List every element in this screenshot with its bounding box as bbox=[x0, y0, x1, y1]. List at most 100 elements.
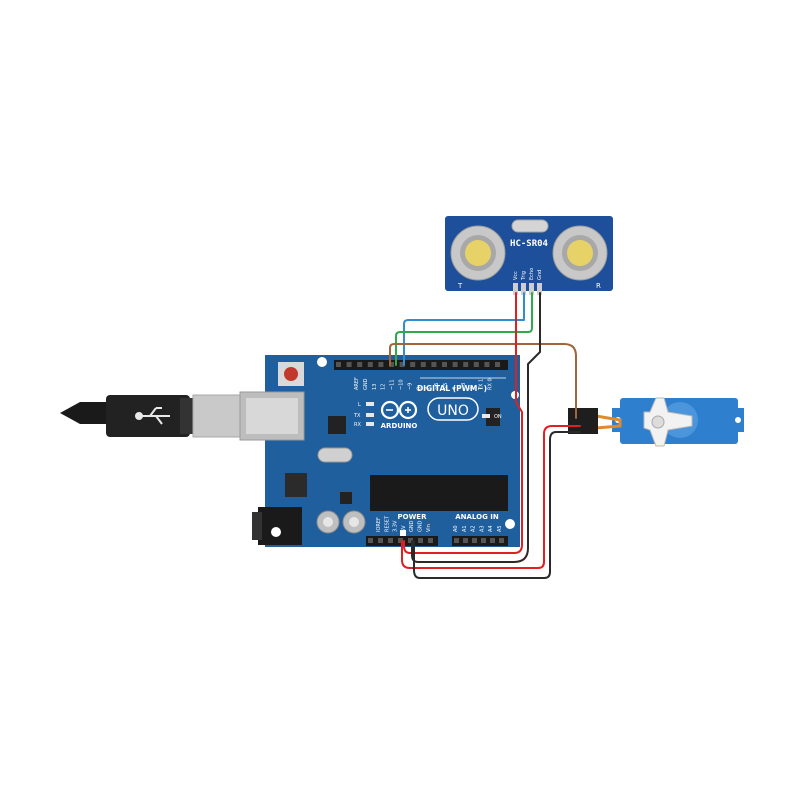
wire-servo-signal bbox=[389, 343, 577, 419]
led-on-label: ON bbox=[494, 414, 502, 420]
digital-pin[interactable] bbox=[399, 362, 405, 367]
digital-pin[interactable] bbox=[473, 362, 479, 367]
digital-pin-label: ~9 bbox=[407, 383, 413, 390]
power-label: POWER bbox=[398, 513, 428, 521]
digital-pin-label: 13 bbox=[372, 384, 378, 390]
power-pin[interactable] bbox=[388, 538, 393, 543]
power-pin-label: IOREF bbox=[376, 517, 382, 532]
mounting-hole bbox=[505, 519, 515, 529]
servo-mount-hole bbox=[735, 417, 741, 423]
small-chip bbox=[340, 492, 352, 504]
digital-pin[interactable] bbox=[357, 362, 363, 367]
power-pin[interactable] bbox=[428, 538, 433, 543]
digital-pin-label: AREF bbox=[354, 377, 360, 390]
digital-pin[interactable] bbox=[431, 362, 437, 367]
usb-cable-strain-relief bbox=[60, 402, 108, 424]
analog-pin-label: A2 bbox=[471, 525, 477, 532]
analog-pin-label: A3 bbox=[479, 525, 485, 532]
analog-pin-label: A0 bbox=[453, 525, 459, 532]
digital-pin-label: ~10 bbox=[399, 379, 405, 390]
wire-echo bbox=[395, 292, 533, 366]
power-pin-holes bbox=[368, 538, 433, 543]
sensor-pin-label: Trig bbox=[521, 271, 527, 281]
led-l bbox=[366, 402, 374, 406]
digital-pin-label: TX 1 bbox=[479, 379, 485, 391]
led-l-label: L bbox=[358, 402, 361, 408]
servo-horn[interactable] bbox=[643, 397, 693, 447]
usb-plug-collar bbox=[180, 398, 194, 434]
servo-shaft bbox=[651, 415, 665, 429]
atmega328-chip bbox=[370, 475, 508, 511]
sensor-r-mark: R bbox=[596, 282, 601, 290]
usb-b-jack-inner bbox=[246, 398, 298, 434]
power-pin-label: RESET bbox=[384, 515, 390, 532]
digital-pin[interactable] bbox=[463, 362, 469, 367]
sensor-t-mark: T bbox=[457, 282, 463, 290]
analog-pin[interactable] bbox=[472, 538, 477, 543]
power-pin-label: GND bbox=[418, 520, 424, 532]
board-marking bbox=[400, 530, 406, 538]
digital-pin[interactable] bbox=[336, 362, 341, 367]
usb-plug-metal bbox=[192, 394, 242, 438]
power-pin-label: GND bbox=[409, 520, 415, 532]
wire-sensor-vcc bbox=[403, 292, 523, 554]
sensor-crystal bbox=[511, 219, 549, 233]
digital-pin-label: ~5 bbox=[443, 383, 449, 390]
digital-pin[interactable] bbox=[346, 362, 352, 367]
power-pin[interactable] bbox=[368, 538, 373, 543]
wire-servo-gnd bbox=[413, 431, 581, 579]
power-pin-label: 5V bbox=[401, 525, 407, 532]
voltage-regulator bbox=[285, 473, 307, 497]
analog-pin[interactable] bbox=[481, 538, 486, 543]
power-pin[interactable] bbox=[378, 538, 383, 543]
arduino-brand-label: ARDUINO bbox=[381, 422, 418, 430]
digital-pin[interactable] bbox=[495, 362, 500, 367]
digital-pin-label: RX 0 bbox=[488, 378, 494, 390]
analog-pin-label: A5 bbox=[497, 525, 503, 532]
sensor-pins bbox=[513, 283, 542, 295]
wire-sensor-gnd bbox=[411, 292, 541, 563]
digital-pin-label: ~3 bbox=[461, 383, 467, 390]
servo-plug bbox=[568, 408, 598, 434]
digital-pin[interactable] bbox=[367, 362, 373, 367]
sensor-name-label: HC-SR04 bbox=[510, 239, 549, 249]
analog-pin[interactable] bbox=[463, 538, 468, 543]
analog-pin[interactable] bbox=[454, 538, 459, 543]
digital-pin[interactable] bbox=[410, 362, 416, 367]
digital-pin[interactable] bbox=[452, 362, 458, 367]
digital-pin[interactable] bbox=[484, 362, 490, 367]
digital-pin-label: GND bbox=[363, 378, 369, 390]
micro-servo bbox=[612, 397, 744, 447]
transmitter-mesh bbox=[465, 240, 491, 266]
digital-pin[interactable] bbox=[389, 362, 394, 367]
power-pin[interactable] bbox=[398, 538, 403, 543]
digital-pin-label: 7 bbox=[425, 387, 431, 390]
reset-button[interactable] bbox=[284, 367, 298, 381]
icsp-header bbox=[486, 408, 500, 426]
digital-pin[interactable] bbox=[378, 362, 384, 367]
led-rx bbox=[366, 422, 374, 426]
arduino-logo-icon bbox=[380, 400, 418, 420]
led-tx bbox=[366, 413, 374, 417]
crystal-oscillator bbox=[317, 447, 353, 463]
digital-pin[interactable] bbox=[420, 362, 426, 367]
capacitor-top bbox=[323, 517, 333, 527]
digital-pin-label: 4 bbox=[452, 387, 458, 390]
digital-pin-label: 2 bbox=[470, 387, 476, 390]
power-pin[interactable] bbox=[408, 538, 413, 543]
power-pin[interactable] bbox=[418, 538, 423, 543]
analog-pin-label: A4 bbox=[488, 525, 494, 532]
analog-in-label: ANALOG IN bbox=[455, 513, 499, 521]
analog-pin[interactable] bbox=[499, 538, 504, 543]
receiver-mesh bbox=[567, 240, 593, 266]
power-pin-label: 3.3V bbox=[393, 520, 399, 532]
analog-pin[interactable] bbox=[490, 538, 495, 543]
uno-badge bbox=[427, 397, 479, 421]
dc-power-jack bbox=[258, 507, 302, 545]
digital-pin-label: 12 bbox=[381, 384, 387, 390]
digital-pin[interactable] bbox=[442, 362, 447, 367]
sensor-pin-label: Vcc bbox=[513, 271, 519, 280]
sensor-pin-label: Gnd bbox=[537, 270, 543, 280]
